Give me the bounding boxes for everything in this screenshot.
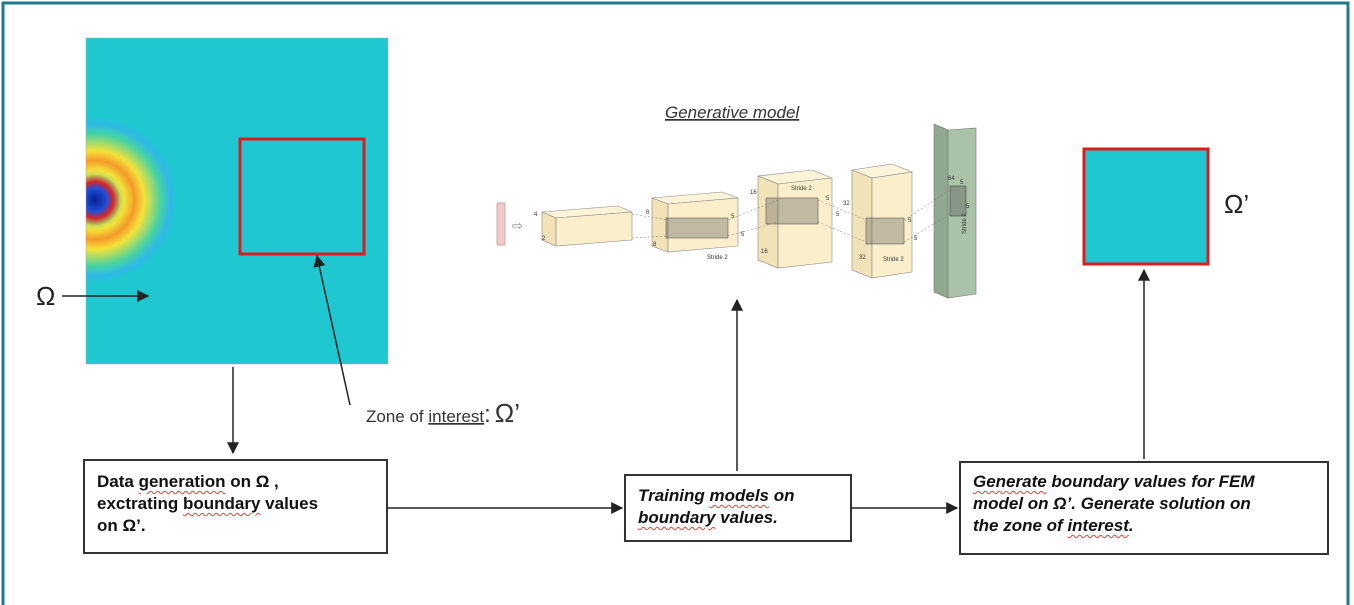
box2-text: Training <box>638 486 710 505</box>
zone-of-interest-box <box>238 137 366 256</box>
layer-4-kernel-label-a: 5 <box>908 218 912 224</box>
layer-2-width-label: 8 <box>653 242 657 248</box>
zone-colon: : <box>484 401 491 428</box>
output-kernel-label-a: 5 <box>960 180 964 186</box>
input-vector <box>496 202 506 246</box>
box3-text: the zone of <box>973 516 1068 535</box>
layer-3 <box>757 169 833 269</box>
omega-prime-label: Ω’ <box>1224 189 1249 219</box>
zone-symbol: Ω’ <box>495 398 520 428</box>
output-layer <box>933 123 977 299</box>
box1-line3: on Ω’. <box>97 516 146 535</box>
box3-text: boundary values for FEM <box>1046 472 1255 491</box>
box1-text: generation <box>138 472 226 491</box>
box1-text: values <box>260 494 319 513</box>
layer-2-kernel-label-a: 5 <box>731 214 735 220</box>
layer-2 <box>651 191 739 253</box>
input-arrow: ⇨ <box>512 219 523 234</box>
zone-pointer-arrow <box>313 254 351 406</box>
connection-lines <box>631 189 951 243</box>
box1-text: on Ω , <box>225 472 279 491</box>
input-dim-label: 4 <box>534 212 538 218</box>
box2-line1: Training models on <box>638 485 838 507</box>
box2-text: boundary <box>638 508 716 527</box>
layer-3-stride-label: Stride 2 <box>791 186 812 192</box>
layer-2-depth-label: 8 <box>646 210 650 216</box>
box2-text: on <box>769 486 795 505</box>
zone-of-interest-label: Zone of interest:Ω’ <box>366 398 520 428</box>
layer-4 <box>850 163 914 279</box>
layer-3-kernel-label-a: 5 <box>826 196 830 202</box>
network-illustration: ⇨ 4 2 8 5 5 8 Stride 2 16 5 5 1 <box>496 123 977 299</box>
layer-3-depth-label: 16 <box>750 190 757 196</box>
layer-2-stride-label: Stride 2 <box>707 255 728 261</box>
box3-text: Generate <box>973 472 1047 491</box>
generative-model-title: Generative model <box>665 103 800 122</box>
layer-1 <box>541 205 633 247</box>
layer-4-stride-label: Stride 2 <box>883 257 904 263</box>
layer-4-depth-label: 32 <box>843 201 850 207</box>
box2-text: models <box>709 486 770 505</box>
generate-boundary-box: Generate boundary values for FEM model o… <box>959 461 1329 555</box>
box2-line2: boundary values. <box>638 507 838 529</box>
box3-text: . <box>1128 516 1134 535</box>
box3-text: interest <box>1067 516 1129 535</box>
layer-2-kernel-label-b: 5 <box>741 232 745 238</box>
layer-4-width-label: 32 <box>859 255 866 261</box>
wave-field-image <box>86 38 388 364</box>
box1-text: exctrating <box>97 494 183 513</box>
layer-3-width-label: 16 <box>761 249 768 255</box>
box3-line3: the zone of interest. <box>973 515 1315 537</box>
box1-line2: exctrating boundary values <box>97 493 374 515</box>
omega-label: Ω <box>36 281 55 311</box>
box3-line1: Generate boundary values for FEM <box>973 471 1315 493</box>
box1-text: boundary <box>182 494 261 513</box>
box1-line1: Data generation on Ω , <box>97 471 374 493</box>
zone-prefix: Zone of <box>366 407 428 426</box>
output-wave-image <box>1082 147 1210 266</box>
layer-4-kernel-label-b: 5 <box>914 236 918 242</box>
layer-3-kernel-label-b: 5 <box>836 212 840 218</box>
box1-text: Data <box>97 472 139 491</box>
wave-field-border <box>85 37 389 365</box>
data-generation-box: Data generation on Ω , exctrating bounda… <box>83 459 388 554</box>
box3-line2: model on Ω’. Generate solution on <box>973 494 1251 513</box>
output-depth-label: 64 <box>948 176 955 182</box>
input-dim-label-2: 2 <box>542 236 546 242</box>
box2-text: values. <box>715 508 778 527</box>
output-kernel-label-b: 5 <box>966 204 970 210</box>
output-stride-label: Stride 2 <box>962 213 968 234</box>
training-models-box: Training models on boundary values. <box>624 474 852 542</box>
zone-word: interest <box>428 407 484 426</box>
